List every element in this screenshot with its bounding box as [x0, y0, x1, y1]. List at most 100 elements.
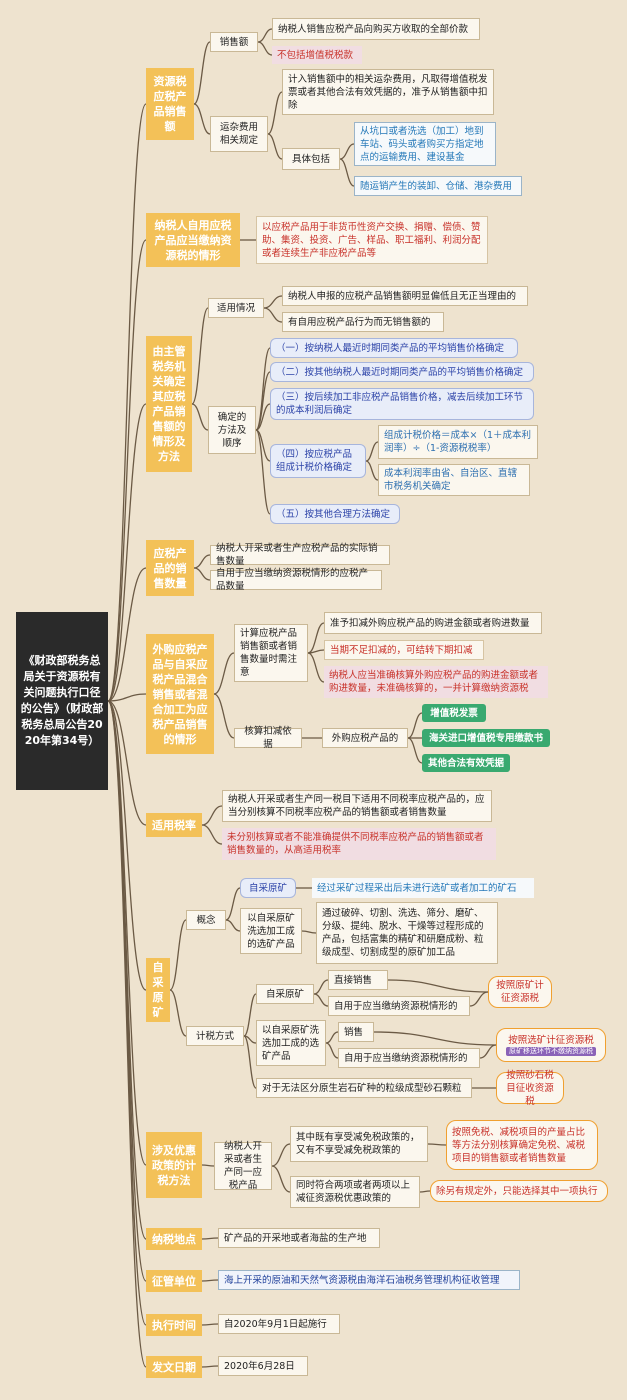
node-freight-incl-label: 具体包括	[282, 148, 340, 170]
connector	[107, 700, 147, 826]
category-authority: 征管单位	[146, 1270, 202, 1292]
node-effective-date: 自2020年9月1日起施行	[218, 1314, 340, 1334]
node-t-washed-self: 自用于应当缴纳资源税情形的	[338, 1048, 480, 1068]
node-method2: （二）按其他纳税人最近时期同类产品的平均销售价格确定	[270, 362, 534, 382]
connector	[339, 143, 355, 160]
connector	[243, 993, 257, 1037]
node-calc3: 纳税人应当准确核算外购应税产品的购进金额或者购进数量，未准确核算的，一并计算缴纳…	[324, 666, 548, 698]
connector	[271, 1143, 291, 1167]
node-calc2: 当期不足扣减的，可结转下期扣减	[324, 640, 484, 660]
category-tax-rate: 适用税率	[146, 813, 202, 837]
category-self-use: 纳税人自用应税产品应当缴纳资源税的情形	[146, 213, 240, 267]
node-pref-case1: 其中既有享受减免税政策的，又有不享受减免税政策的	[290, 1126, 428, 1162]
category-issue-date: 发文日期	[146, 1356, 202, 1378]
connector	[313, 993, 329, 1007]
connector	[407, 737, 423, 764]
connector	[313, 979, 329, 995]
connector	[255, 429, 271, 515]
node-tax-place: 矿产品的开采地或者海盐的生产地	[218, 1228, 380, 1248]
node-pref-case2-result: 除另有规定外，只能选择其中一项执行	[430, 1180, 608, 1202]
node-method-label: 确定的方法及顺序	[208, 406, 256, 454]
node-quantity1: 纳税人开采或者生产应税产品的实际销售数量	[210, 543, 390, 567]
node-pref-subject: 纳税人开采或者生产同一应税产品	[214, 1141, 272, 1191]
node-pref-case1-result: 按照免税、减税项目的产量占比等方法分别核算确定免税、减税项目的销售额或者销售数量	[446, 1120, 598, 1170]
t-washed-result-text: 按照选矿计征资源税	[508, 1035, 594, 1046]
connector	[169, 919, 187, 991]
connector	[301, 930, 317, 934]
connector	[479, 1044, 497, 1059]
connector	[469, 991, 489, 1007]
node-t-washed: 以自采原矿洗选加工成的选矿产品	[256, 1020, 326, 1066]
connector	[325, 1042, 339, 1059]
category-sales-quantity: 应税产品的销售数量	[146, 540, 194, 596]
node-washed-label: 以自采原矿洗选加工成的选矿产品	[240, 908, 302, 954]
connector	[263, 307, 283, 323]
node-freight-rule: 计入销售额中的相关运杂费用，凡取得增值税发票或者其他合法有效凭据的，准予从销售额…	[282, 69, 494, 115]
node-t-raw: 自采原矿	[256, 984, 314, 1004]
connector	[193, 567, 211, 581]
node-t-raw-result: 按照原矿计征资源税	[488, 976, 552, 1008]
connector	[193, 554, 211, 569]
node-authority: 海上开采的原油和天然气资源税由海洋石油税务管理机构征收管理	[218, 1270, 520, 1290]
node-case2: 有自用应税产品行为而无销售额的	[282, 312, 444, 332]
connector	[225, 919, 241, 932]
connector	[427, 1143, 447, 1146]
node-calc-label: 计算应税产品销售额或者销售数量时需注意	[234, 624, 308, 682]
connector	[257, 41, 273, 56]
category-effective-date: 执行时间	[146, 1314, 202, 1336]
connector	[267, 91, 283, 135]
connector	[201, 1365, 219, 1368]
node-sales-excl: 不包括增值税税款	[272, 46, 362, 64]
node-method4: （四）按应税产品组成计税价格确定	[270, 444, 366, 478]
node-t-washed-sale: 销售	[338, 1022, 374, 1042]
connector	[107, 567, 147, 702]
connector	[191, 403, 209, 431]
connector	[339, 158, 355, 187]
node-sales-def: 纳税人销售应税产品向购买方收取的全部价款	[272, 18, 480, 40]
node-t-gravel-result: 按照砂石税目征收资源税	[496, 1070, 564, 1107]
node-t-raw-self: 自用于应当缴纳资源税情形的	[328, 996, 470, 1016]
connector	[271, 1165, 291, 1193]
node-freight-item1: 从坑口或者洗选（加工）地到车站、码头或者购买方指定地点的运输费用、建设基金	[354, 122, 496, 166]
category-tax-authority-method: 由主管税务机关确定其应税产品销售额的情形及方法	[146, 336, 192, 472]
connector	[325, 1031, 339, 1044]
connector	[107, 403, 147, 702]
node-t-raw-sale: 直接销售	[328, 970, 388, 990]
connector	[255, 371, 271, 431]
connector	[213, 693, 235, 739]
node-raw-label: 自采原矿	[240, 878, 296, 898]
node-basis3: 其他合法有效凭据	[422, 754, 510, 772]
connector	[193, 103, 211, 135]
connector	[263, 295, 283, 309]
connector	[225, 887, 241, 921]
node-method4-formula: 组成计税价格＝成本×（1＋成本利润率）÷（1-资源税税率）	[378, 425, 538, 459]
node-sales-label: 销售额	[210, 32, 258, 52]
connector	[419, 1190, 431, 1193]
node-t-gravel: 对于无法区分原生岩石矿种的粒级成型砂石颗粒	[256, 1078, 472, 1098]
connector	[107, 700, 147, 1368]
node-basis-sub: 外购应税产品的	[322, 728, 408, 748]
connector	[107, 103, 147, 702]
node-method3: （三）按后续加工非应税产品销售价格，减去后续加工环节的成本利润后确定	[270, 388, 534, 420]
node-case1: 纳税人申报的应税产品销售额明显偏低且无正当理由的	[282, 286, 528, 306]
connector	[201, 824, 223, 845]
connector	[365, 441, 379, 462]
connector	[191, 307, 209, 405]
node-rate1: 纳税人开采或者生产同一税目下适用不同税率应税产品的，应当分别核算不同税率应税产品…	[222, 790, 492, 822]
t-washed-result-note: 原矿移送环节不缴纳资源税	[506, 1047, 596, 1056]
connector	[193, 41, 211, 105]
connector	[107, 693, 147, 702]
node-freight-item2: 随运销产生的装卸、仓储、港杂费用	[354, 176, 522, 196]
connector	[201, 1164, 215, 1167]
category-tax-place: 纳税地点	[146, 1228, 202, 1250]
node-self-use-content: 以应税产品用于非货币性资产交换、捐赠、偿债、赞助、集资、投资、广告、样品、职工福…	[256, 216, 488, 264]
node-basis2: 海关进口增值税专用缴款书	[422, 729, 550, 747]
root-node: 《财政部税务总局关于资源税有关问题执行口径的公告》（财政部税务总局公告2020年…	[16, 612, 108, 790]
connector	[213, 652, 235, 695]
connector	[243, 1035, 257, 1089]
connector	[407, 712, 423, 739]
connector	[201, 1279, 219, 1282]
node-t-washed-result: 按照选矿计征资源税 原矿移送环节不缴纳资源税	[496, 1028, 606, 1062]
connector	[107, 239, 147, 702]
connector	[107, 700, 147, 1240]
